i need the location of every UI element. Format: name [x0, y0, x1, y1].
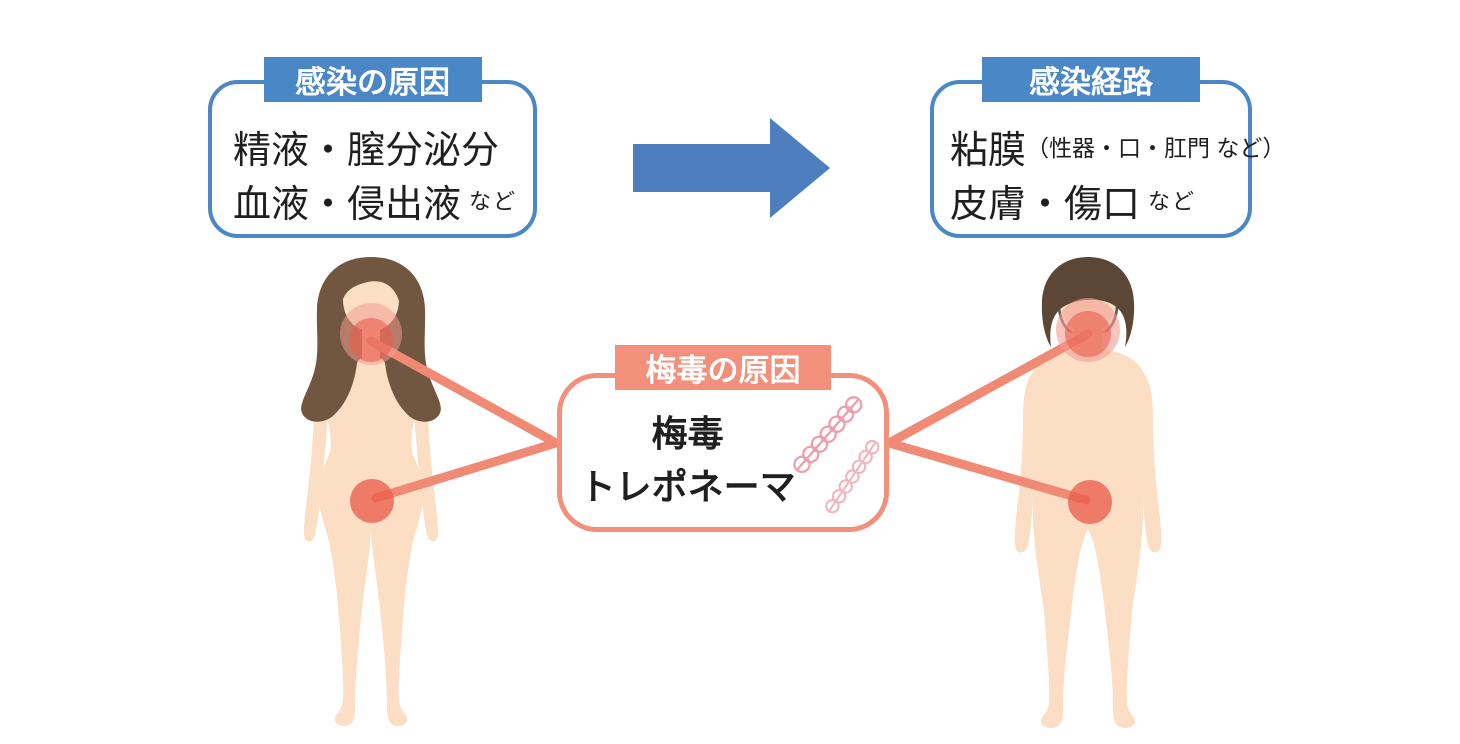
man-hair [1041, 257, 1135, 347]
woman-throat-spot [349, 318, 393, 362]
infection-spots [340, 298, 1120, 524]
line-woman-genital [371, 438, 561, 503]
route-line-2-note: など [1148, 189, 1197, 214]
treponema-spiral-1 [793, 396, 863, 474]
man-genital-spot [1068, 480, 1112, 524]
man-right-arm [1139, 372, 1162, 553]
cause-line-1: 精液・膣分泌分 [233, 119, 517, 173]
syphilis-cause-header: 梅毒の原因 [615, 345, 831, 390]
route-line-2-main: 皮膚・傷口 [950, 183, 1141, 226]
cause-line-2-note: など [469, 189, 518, 214]
man-left-arm [1014, 372, 1037, 553]
route-line-2: 皮膚・傷口 など [950, 173, 1285, 227]
infection-route-header: 感染経路 [982, 57, 1200, 102]
syphilis-cause-box: 梅毒の原因 梅毒 トレポネーマ [557, 345, 889, 532]
connector-lines [366, 329, 1093, 505]
pathogen-line-2: トレポネーマ [579, 466, 796, 507]
treponema-spiral-2 [825, 439, 880, 514]
route-line-1-detail: （性器・口・肛門 など） [1026, 135, 1286, 161]
route-line-1-main: 粘膜 [950, 129, 1027, 172]
pathogen-line-1: 梅毒 [651, 413, 724, 454]
infection-cause-header: 感染の原因 [263, 57, 482, 102]
man-throat-spot [1065, 311, 1111, 357]
man-body [1030, 346, 1146, 728]
treponema-spirals-icon [793, 396, 880, 514]
infection-route-body: 粘膜 （性器・口・肛門 など） 皮膚・傷口 など [950, 119, 1285, 227]
woman-hair-fringe [342, 263, 400, 301]
cause-line-1-text: 精液・膣分泌分 [233, 129, 500, 172]
woman-body [318, 348, 424, 726]
infection-cause-box: 感染の原因 精液・膣分泌分 血液・侵出液 など [208, 57, 537, 238]
syphilis-cause-body: 梅毒 トレポネーマ [562, 407, 813, 513]
woman-genital-spot [350, 479, 394, 523]
infection-route-box: 感染経路 粘膜 （性器・口・肛門 など） 皮膚・傷口 など [930, 57, 1285, 238]
flow-arrow-icon [633, 118, 830, 218]
route-line-1: 粘膜 （性器・口・肛門 など） [950, 119, 1285, 173]
line-man-genital [884, 438, 1091, 505]
cause-line-2-text: 血液・侵出液 [233, 183, 462, 226]
line-man-throat [884, 329, 1093, 448]
cause-line-2: 血液・侵出液 など [233, 173, 517, 227]
infection-cause-body: 精液・膣分泌分 血液・侵出液 など [233, 119, 517, 227]
line-woman-throat [366, 336, 561, 448]
